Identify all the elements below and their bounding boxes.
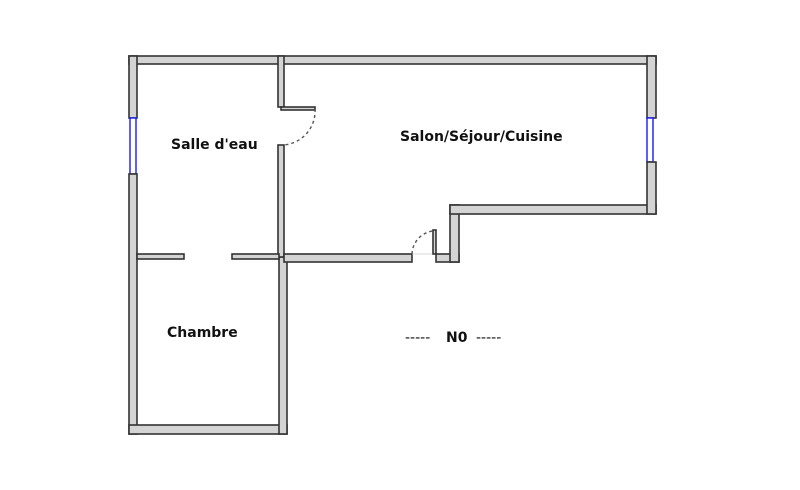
wall-left-upper <box>128 55 138 119</box>
wall-bottom <box>128 424 288 435</box>
wall-chambre-top-left <box>136 253 185 260</box>
wall-chambre-right <box>278 256 288 435</box>
wall-right-upper <box>646 55 657 119</box>
wall-salon-step-horizontal <box>449 204 657 215</box>
wall-salon-bottom <box>283 253 413 263</box>
level-label: N0 <box>446 330 468 346</box>
wall-partition-upper <box>277 55 285 108</box>
room-label-salon: Salon/Séjour/Cuisine <box>400 129 563 145</box>
window-left <box>129 117 137 175</box>
wall-top <box>128 55 657 65</box>
door-leaf-salle-deau <box>280 106 316 111</box>
door-swing-entrance <box>411 230 434 255</box>
wall-right-lower <box>646 161 657 215</box>
door-swing-salle-deau <box>282 108 316 146</box>
room-label-chambre: Chambre <box>167 325 238 341</box>
room-label-salle-deau: Salle d'eau <box>171 137 258 153</box>
level-dashes-left: ----- <box>405 330 431 346</box>
level-dashes-right: ----- <box>476 330 502 346</box>
wall-chambre-top-right <box>231 253 280 260</box>
wall-left-lower <box>128 173 138 435</box>
window-right <box>646 117 654 163</box>
wall-partition-lower <box>277 144 285 258</box>
door-leaf-entrance <box>432 229 437 255</box>
